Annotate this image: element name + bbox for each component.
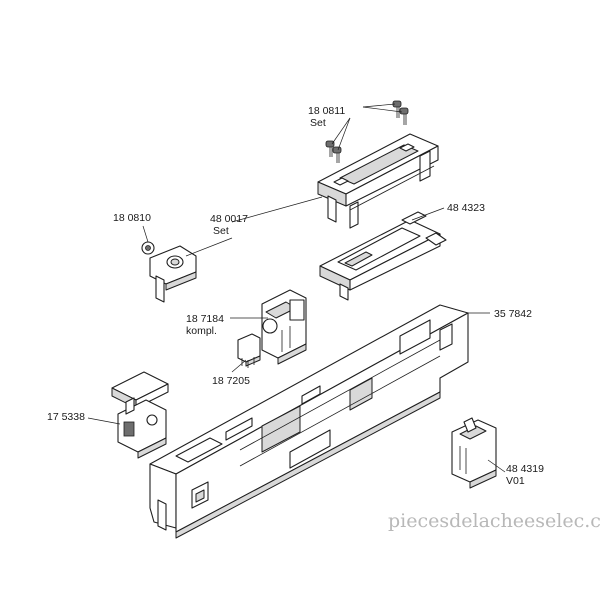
part-number-labels: 18 0811 Set 18 0810 48 0017 Set 48 4323 …	[47, 105, 544, 487]
screw-1	[392, 100, 402, 118]
label-484319-number: 48 4319	[506, 463, 544, 475]
label-187184-number: 18 7184	[186, 313, 224, 325]
label-484319-v01: V01	[506, 475, 525, 487]
part-frame-357842	[149, 304, 469, 539]
leader-lines	[87, 103, 506, 473]
label-187205-number: 18 7205	[212, 375, 250, 387]
label-180810-number: 18 0810	[113, 212, 151, 224]
part-housing-480017	[317, 133, 439, 229]
part-screws-180811	[325, 100, 409, 163]
screw-2	[399, 107, 409, 125]
label-180811-set: Set	[310, 117, 326, 129]
label-175338-number: 17 5338	[47, 411, 85, 423]
part-selector-175338	[111, 371, 169, 459]
label-484323-number: 48 4323	[447, 202, 485, 214]
label-480017-set: Set	[213, 225, 229, 237]
label-187184-kompl: kompl.	[186, 325, 217, 337]
part-switch-187184	[261, 289, 307, 365]
screw-4	[332, 146, 342, 163]
part-module-484319	[451, 417, 497, 489]
watermark-text: piecesdelacheeselec.com	[388, 510, 600, 532]
label-180811-number: 18 0811	[308, 105, 345, 117]
screw-3	[325, 140, 335, 157]
part-housing-484323	[319, 211, 447, 301]
label-357842-number: 35 7842	[494, 308, 532, 320]
label-480017-number: 48 0017	[210, 213, 248, 225]
part-bracket-180810	[141, 241, 197, 303]
part-connector-187205	[237, 333, 261, 368]
